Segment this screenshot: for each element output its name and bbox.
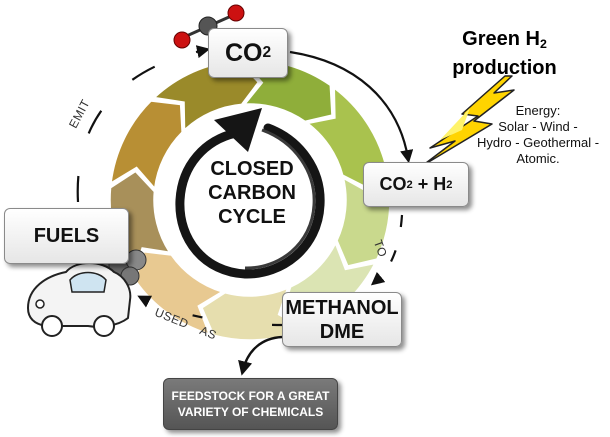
arrow-to-feedstock [238, 335, 283, 376]
feedstock-box: FEEDSTOCK FOR A GREAT VARIETY OF CHEMICA… [163, 378, 338, 430]
arrow-to-methanol [370, 214, 404, 286]
methanol-dme-box: METHANOL DME [282, 292, 402, 347]
circular-arrow-icon [175, 108, 325, 279]
closed-carbon-cycle-title: CLOSED CARBON CYCLE [208, 158, 296, 228]
cycle-segment-6 [134, 250, 224, 336]
energy-sources-text: Energy: Solar - Wind - Hydro - Geotherma… [476, 103, 600, 166]
lightning-bolt-icon [421, 75, 515, 167]
arrow-co2-to-co2h2 [289, 50, 414, 164]
fuels-box: FUELS [4, 208, 129, 264]
cycle-segment-8 [110, 100, 183, 191]
green-h2-heading: Green H2 production [452, 28, 557, 80]
